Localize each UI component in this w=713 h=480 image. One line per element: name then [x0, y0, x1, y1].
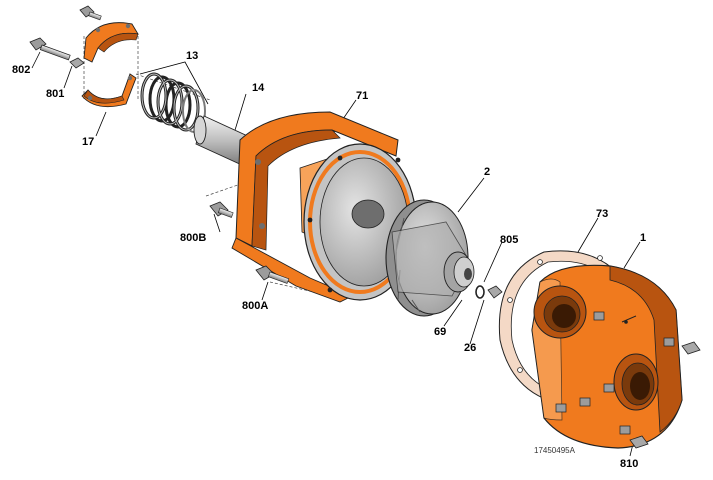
label-17: 17	[82, 136, 95, 148]
impeller-2	[385, 199, 475, 317]
label-802: 802	[12, 64, 31, 76]
nut-801	[69, 57, 85, 69]
pump-casing-1	[531, 264, 683, 449]
label-800a: 800A	[242, 300, 269, 312]
label-26: 26	[464, 342, 477, 354]
label-810: 810	[620, 458, 639, 470]
dashed-guides	[83, 36, 341, 299]
label-2: 2	[484, 166, 491, 178]
drawing-code: 17450495A	[534, 446, 575, 455]
label-800b: 800B	[180, 232, 207, 244]
impeller-screw-805	[487, 285, 503, 299]
label-805: 805	[500, 234, 519, 246]
plug-810	[629, 341, 701, 449]
label-73: 73	[596, 208, 609, 220]
label-13: 13	[186, 50, 199, 62]
label-69: 69	[434, 326, 447, 338]
coupling-halves-17	[81, 22, 139, 108]
bolt-top	[79, 5, 102, 21]
label-71: 71	[356, 90, 369, 102]
washer-26	[475, 285, 485, 299]
label-14: 14	[252, 82, 265, 94]
bolt-800b	[209, 201, 234, 218]
label-1: 1	[640, 232, 647, 244]
bolt-800a	[255, 265, 290, 284]
label-801: 801	[46, 88, 65, 100]
bolt-802	[29, 37, 71, 61]
shaft-sleeve-14	[193, 115, 255, 167]
